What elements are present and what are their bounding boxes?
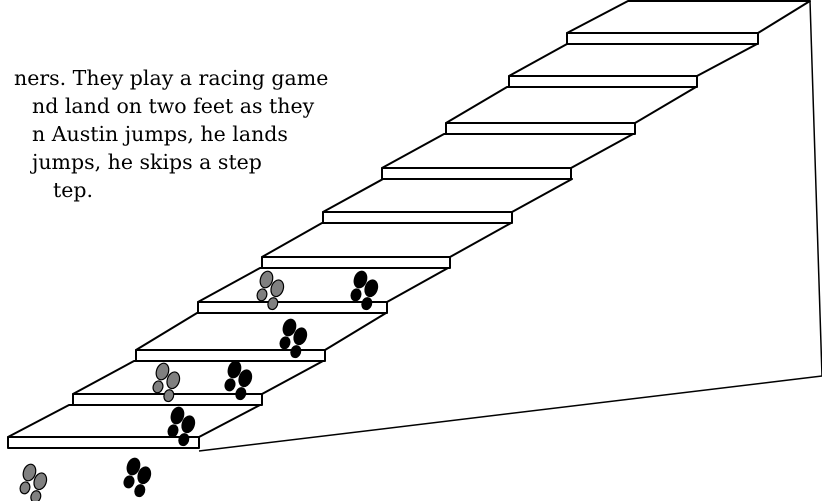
stair-step-7: [382, 134, 633, 179]
side-wall-bottom-edge: [199, 376, 822, 451]
stair-riser: [567, 33, 758, 44]
stair-step-3: [136, 313, 386, 361]
staircase-side-wall: [199, 1, 822, 451]
stair-tread: [136, 313, 386, 350]
stair-riser: [198, 302, 387, 313]
stair-riser: [509, 76, 697, 87]
stair-tread: [198, 268, 448, 302]
stair-tread: [567, 1, 810, 33]
stair-tread: [262, 223, 511, 257]
stair-step-1: [8, 405, 260, 448]
stair-riser: [262, 257, 450, 268]
stair-step-9: [509, 44, 757, 87]
stair-tread: [446, 87, 696, 123]
stair-tread: [323, 179, 572, 212]
stair-tread: [509, 44, 757, 76]
gray-footprints-icon: [15, 463, 50, 501]
stair-step-4: [198, 268, 448, 313]
stair-step-2: [73, 361, 323, 405]
stair-tread: [8, 405, 260, 437]
stair-tread: [73, 361, 323, 394]
black-footprints-icon: [119, 457, 154, 498]
stair-step-10: [567, 1, 810, 44]
stair-tread: [382, 134, 633, 168]
side-wall-back-edge: [810, 1, 822, 376]
stair-step-6: [323, 179, 572, 223]
staircase: [8, 1, 810, 448]
stair-riser: [323, 212, 512, 223]
stair-riser: [8, 437, 199, 448]
stair-step-8: [446, 87, 696, 134]
stair-riser: [382, 168, 571, 179]
stair-step-5: [262, 223, 511, 268]
stair-riser: [446, 123, 635, 134]
